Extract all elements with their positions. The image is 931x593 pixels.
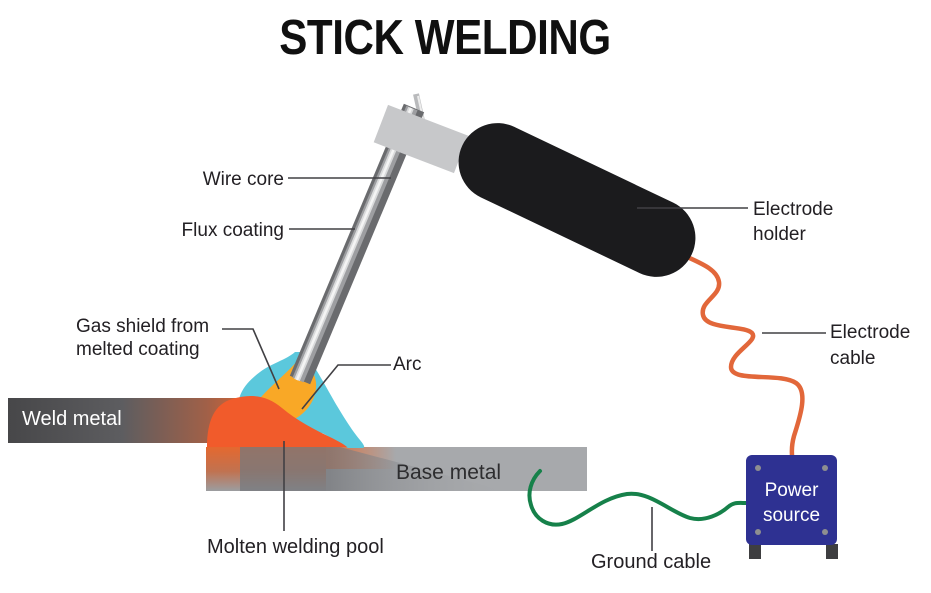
label-electrode-holder: Electrode holder [753, 199, 834, 245]
electrode-cable-line [678, 251, 805, 459]
page-title: STICK WELDING [252, 10, 637, 66]
page-title-text: STICK WELDING [279, 11, 611, 65]
electrode-rod [289, 93, 427, 385]
holder-clamp [373, 104, 469, 174]
wire-core-stripe-highlight [295, 107, 413, 381]
label-molten-pool: Molten welding pool [207, 536, 384, 558]
label-ground-cable: Ground cable [591, 551, 712, 573]
power-source-screw [822, 529, 828, 535]
power-source-foot-left [749, 544, 761, 559]
power-source-foot-right [826, 544, 838, 559]
power-source-screw [822, 465, 828, 471]
label-power-source: Power source [762, 480, 821, 526]
label-arc: Arc [393, 354, 422, 375]
leader-lines [222, 177, 826, 551]
power-source-unit [746, 455, 838, 559]
power-source-box [746, 455, 837, 545]
label-gas-shield: Gas shield from melted coating [76, 316, 210, 360]
label-base-metal: Base metal [396, 461, 502, 484]
power-source-screw [755, 465, 761, 471]
ground-cable-line [527, 469, 748, 527]
power-source-screw [755, 529, 761, 535]
leader-gas-shield [222, 328, 280, 390]
label-electrode-cable: Electrode cable [830, 322, 911, 369]
base-metal-shadow-wedge [240, 447, 505, 491]
label-wire-core: Wire core [202, 169, 284, 190]
leader-arc [301, 364, 391, 410]
molten-pool-shape [207, 396, 347, 447]
label-flux-coating: Flux coating [181, 220, 284, 241]
label-weld-metal: Weld metal [22, 408, 122, 430]
electrode-holder-body [458, 123, 696, 277]
